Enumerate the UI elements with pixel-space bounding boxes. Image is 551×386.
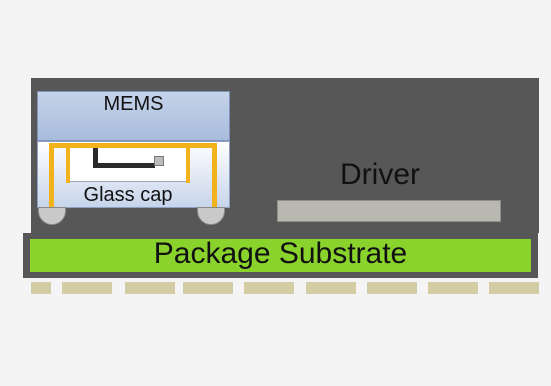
- mems-label: MEMS: [103, 93, 164, 115]
- bottom-pad: [306, 282, 356, 294]
- bottom-pad: [367, 282, 417, 294]
- interconnect-inner-left-post: [66, 143, 70, 183]
- interconnect-top-rail: [49, 143, 217, 148]
- mems-die: [37, 91, 230, 141]
- interconnect-right-post: [212, 143, 217, 207]
- bottom-pad: [489, 282, 539, 294]
- mems-structure-horizontal: [93, 163, 155, 168]
- mems-structure-vertical: [93, 148, 98, 166]
- package-substrate: [30, 239, 531, 272]
- glass-cap-label: Glass cap: [83, 184, 173, 206]
- bottom-pad: [183, 282, 233, 294]
- package-substrate-label: Package Substrate: [153, 237, 408, 270]
- interconnect-left-post: [49, 143, 54, 207]
- driver-die: [277, 200, 501, 222]
- mems-structure-pad: [154, 156, 164, 166]
- bottom-pad: [428, 282, 478, 294]
- bottom-pad: [125, 282, 175, 294]
- bottom-pad: [62, 282, 112, 294]
- bottom-pad: [244, 282, 294, 294]
- driver-label: Driver: [340, 158, 420, 191]
- interconnect-inner-right-post: [186, 143, 190, 183]
- bottom-pad: [31, 282, 51, 294]
